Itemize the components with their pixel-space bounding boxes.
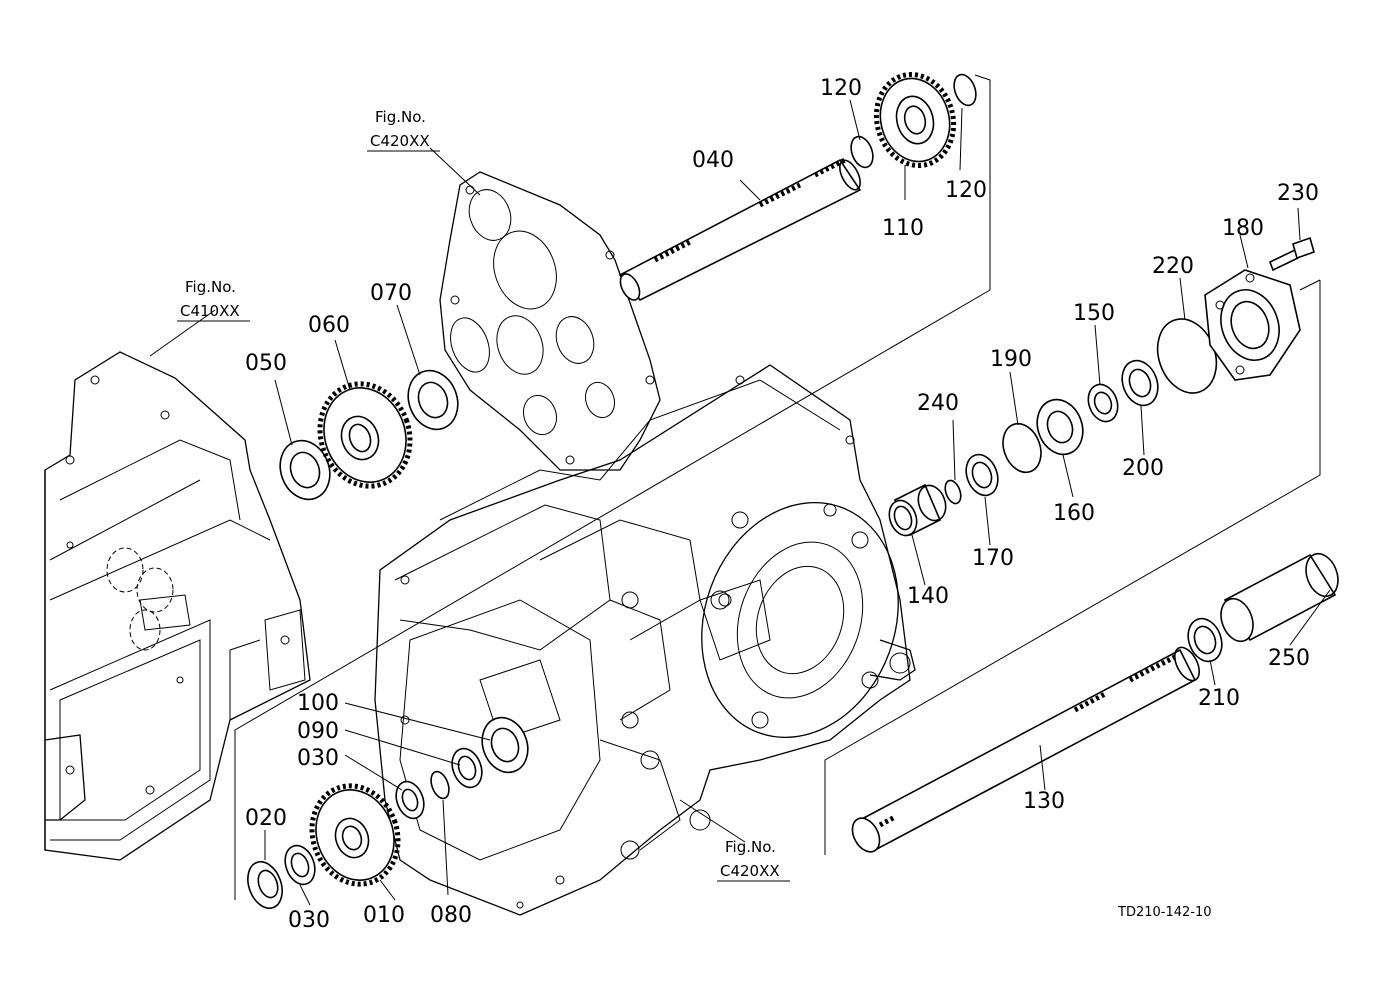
part-label-170: 170 (972, 546, 1014, 571)
part-label-100: 100 (297, 691, 339, 716)
part-label-030: 030 (288, 908, 330, 933)
part-label-250: 250 (1268, 646, 1310, 671)
gear-case-cover (439, 171, 661, 471)
gear-110 (873, 71, 957, 169)
part-label-190: 190 (990, 347, 1032, 372)
bearing-050 (279, 439, 331, 501)
fig-ref-label: Fig.No. (375, 108, 426, 126)
part-label-120: 120 (820, 76, 862, 101)
oil-seal-090 (451, 747, 483, 789)
part-label-220: 220 (1152, 254, 1194, 279)
gear-010 (309, 783, 401, 887)
part-label-230: 230 (1277, 181, 1319, 206)
pto-shaft-130 (851, 646, 1201, 853)
part-label-130: 130 (1023, 789, 1065, 814)
oil-seal-170 (965, 453, 999, 497)
fig-ref-c420xx-top: Fig.No. C420XX (367, 108, 440, 152)
fig-ref-c420xx-bottom: Fig.No. C420XX (717, 838, 790, 882)
fig-ref-label: Fig.No. (725, 838, 776, 856)
bearing-160 (1036, 398, 1084, 456)
part-label-240: 240 (917, 391, 959, 416)
part-label-150: 150 (1073, 301, 1115, 326)
part-label-120: 120 (945, 178, 987, 203)
fig-ref-code: C420XX (370, 132, 430, 150)
part-label-180: 180 (1222, 216, 1264, 241)
part-label-060: 060 (308, 313, 350, 338)
part-label-030: 030 (297, 746, 339, 771)
part-label-020: 020 (245, 806, 287, 831)
bearing-070 (407, 369, 459, 431)
fig-ref-label: Fig.No. (185, 278, 236, 296)
snap-ring-080 (430, 770, 450, 800)
snap-ring-240 (944, 479, 962, 505)
sleeve-250 (1220, 552, 1339, 643)
shaft-040 (618, 157, 862, 302)
oil-seal-200 (1121, 359, 1159, 407)
part-label-040: 040 (692, 148, 734, 173)
bearing-case-180 (1204, 269, 1301, 381)
thrust-washer-020 (247, 860, 283, 910)
fig-ref-c410xx: Fig.No. C410XX (177, 278, 250, 322)
bolt-230 (1268, 236, 1315, 272)
collar-140 (888, 483, 947, 537)
part-label-050: 050 (245, 351, 287, 376)
fig-ref-code: C410XX (180, 302, 240, 320)
part-label-140: 140 (907, 584, 949, 609)
snap-ring-120b (953, 73, 977, 107)
snap-ring-190 (1002, 422, 1042, 474)
needle-bearing-030b (395, 780, 425, 820)
part-label-090: 090 (297, 719, 339, 744)
drawing-code: TD210-142-10 (1117, 905, 1212, 920)
needle-bearing-030a (284, 844, 316, 886)
gear-060 (317, 381, 413, 489)
center-housing (374, 364, 916, 916)
fig-ref-code: C420XX (720, 862, 780, 880)
part-label-110: 110 (882, 216, 924, 241)
part-label-200: 200 (1122, 456, 1164, 481)
part-label-080: 080 (430, 903, 472, 928)
part-label-010: 010 (363, 903, 405, 928)
snap-ring-120a (850, 135, 874, 169)
part-label-070: 070 (370, 281, 412, 306)
assembly-frame-lines (234, 74, 1321, 900)
part-number-labels: 120 120 110 040 050 060 070 020 030 010 … (245, 76, 1319, 933)
leader-lines (149, 99, 1331, 906)
bearing-100 (481, 716, 529, 774)
transmission-case-left (44, 351, 311, 861)
collar-210 (1187, 617, 1223, 663)
part-label-210: 210 (1198, 686, 1240, 711)
collar-150 (1087, 383, 1119, 423)
part-label-160: 160 (1053, 501, 1095, 526)
